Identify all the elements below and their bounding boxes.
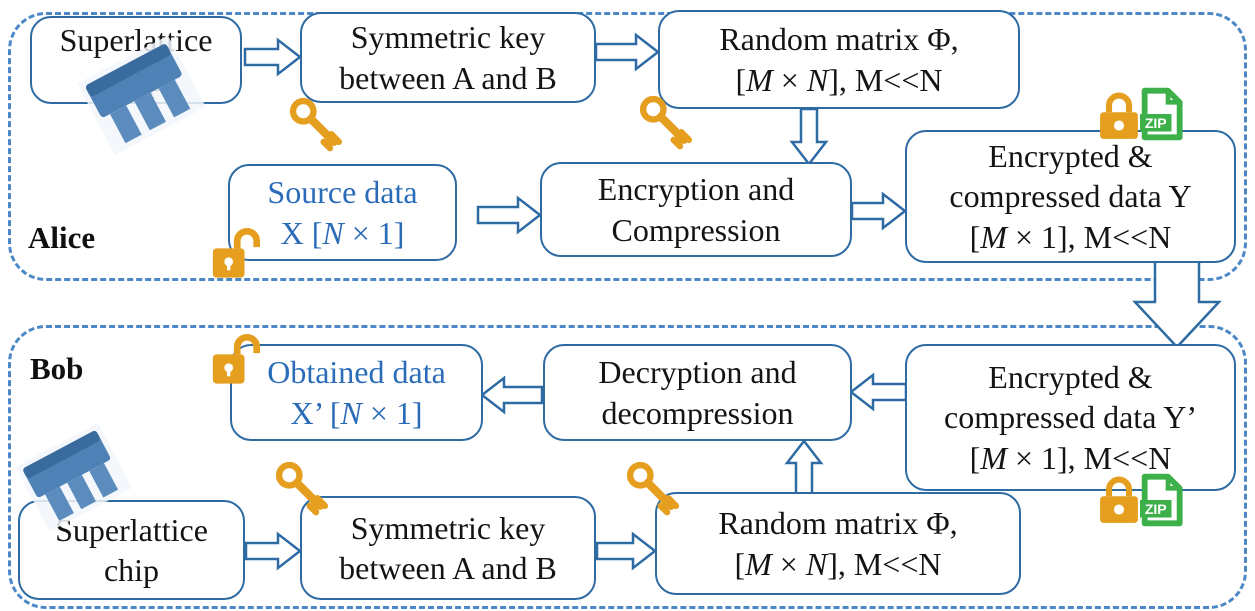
zip-badge-text: ZIP (1145, 501, 1167, 517)
box-random-matrix-bob: Random matrix Φ, [M × N], M<<N (655, 492, 1021, 595)
key-icon (275, 461, 329, 516)
unlocked-padlock-icon (212, 227, 261, 278)
box-text-line: Compression (611, 211, 781, 248)
box-text-line: decompression (601, 394, 794, 431)
bob-region-border (8, 325, 1247, 609)
box-text-line: chip (103, 552, 160, 588)
box-encrypted-data-y2: Encrypted & compressed data Y’ [M × 1], … (905, 344, 1236, 491)
box-text-line: Random matrix Φ, (719, 21, 959, 58)
zip-file-icon: ZIP (1140, 473, 1183, 527)
box-symmetric-key-alice: Symmetric key between A and B (300, 12, 596, 103)
arrow-chip-to-symkey-alice (243, 37, 303, 77)
box-text-line: [M × N], M<<N (735, 61, 943, 98)
chip-icon (15, 423, 133, 532)
box-text-line: between A and B (339, 550, 557, 586)
arrow-decryption-to-obtained (479, 375, 544, 415)
box-symmetric-key-bob: Symmetric key between A and B (300, 496, 596, 600)
box-text-line: [M × 1], M<<N (969, 439, 1172, 476)
box-text-line: Encryption and (597, 171, 795, 208)
box-text-line: X [N × 1] (280, 214, 405, 251)
box-text-line: Encrypted & (988, 138, 1153, 175)
arrow-alice-to-bob-transfer (1132, 258, 1222, 349)
bob-label: Bob (30, 351, 84, 386)
chip-icon (77, 35, 206, 155)
arrow-symkey-to-matrix-bob (595, 531, 658, 571)
box-source-data: Source data X [N × 1] (228, 164, 457, 261)
key-icon (626, 461, 680, 516)
box-text-line: [M × N], M<<N (734, 545, 942, 582)
box-encryption-compression: Encryption and Compression (540, 162, 852, 257)
arrow-matrix-to-decryption (784, 438, 824, 501)
unlocked-padlock-icon (212, 333, 261, 384)
alice-label: Alice (28, 220, 96, 255)
box-text-line: between A and B (339, 59, 557, 96)
locked-padlock-icon (1100, 92, 1138, 139)
box-text-line: Symmetric key (350, 509, 546, 546)
box-text-line: Source data (267, 174, 418, 211)
box-text-line: compressed data Y (949, 178, 1192, 215)
arrow-encryption-to-encrypted-y (850, 191, 908, 231)
box-text-line: Superlattice (55, 511, 208, 548)
key-icon (289, 97, 343, 152)
box-text-line: [M × 1], M<<N (969, 218, 1172, 255)
box-text-line: compressed data Y’ (944, 399, 1197, 436)
zip-file-icon: ZIP (1140, 87, 1183, 141)
box-text-line: Encrypted & (988, 359, 1153, 396)
zip-badge-text: ZIP (1145, 115, 1167, 131)
alice-region-border (8, 12, 1247, 281)
box-random-matrix-alice: Random matrix Φ, [M × N], M<<N (658, 10, 1020, 109)
box-decryption-decompression: Decryption and decompression (543, 344, 852, 441)
box-encrypted-data-y: Encrypted & compressed data Y [M × 1], M… (905, 130, 1236, 263)
box-text-line: Obtained data (267, 354, 446, 391)
box-text-line: Superlattice (59, 21, 213, 58)
arrow-encrypted-y2-to-decryption (848, 372, 908, 412)
box-text-line: X’ [N × 1] (290, 394, 423, 431)
arrow-chip-to-symkey-bob (244, 531, 303, 571)
arrow-matrix-to-encryption (789, 107, 829, 167)
arrow-source-to-encryption (476, 195, 543, 235)
arrow-symkey-to-matrix-alice (594, 32, 661, 72)
box-text-line: Decryption and (598, 354, 797, 391)
box-text-line: Symmetric key (350, 19, 546, 56)
box-obtained-data: Obtained data X’ [N × 1] (230, 344, 483, 441)
locked-padlock-icon (1100, 476, 1138, 523)
box-text-line: Random matrix Φ, (718, 505, 958, 542)
key-icon (639, 95, 693, 150)
